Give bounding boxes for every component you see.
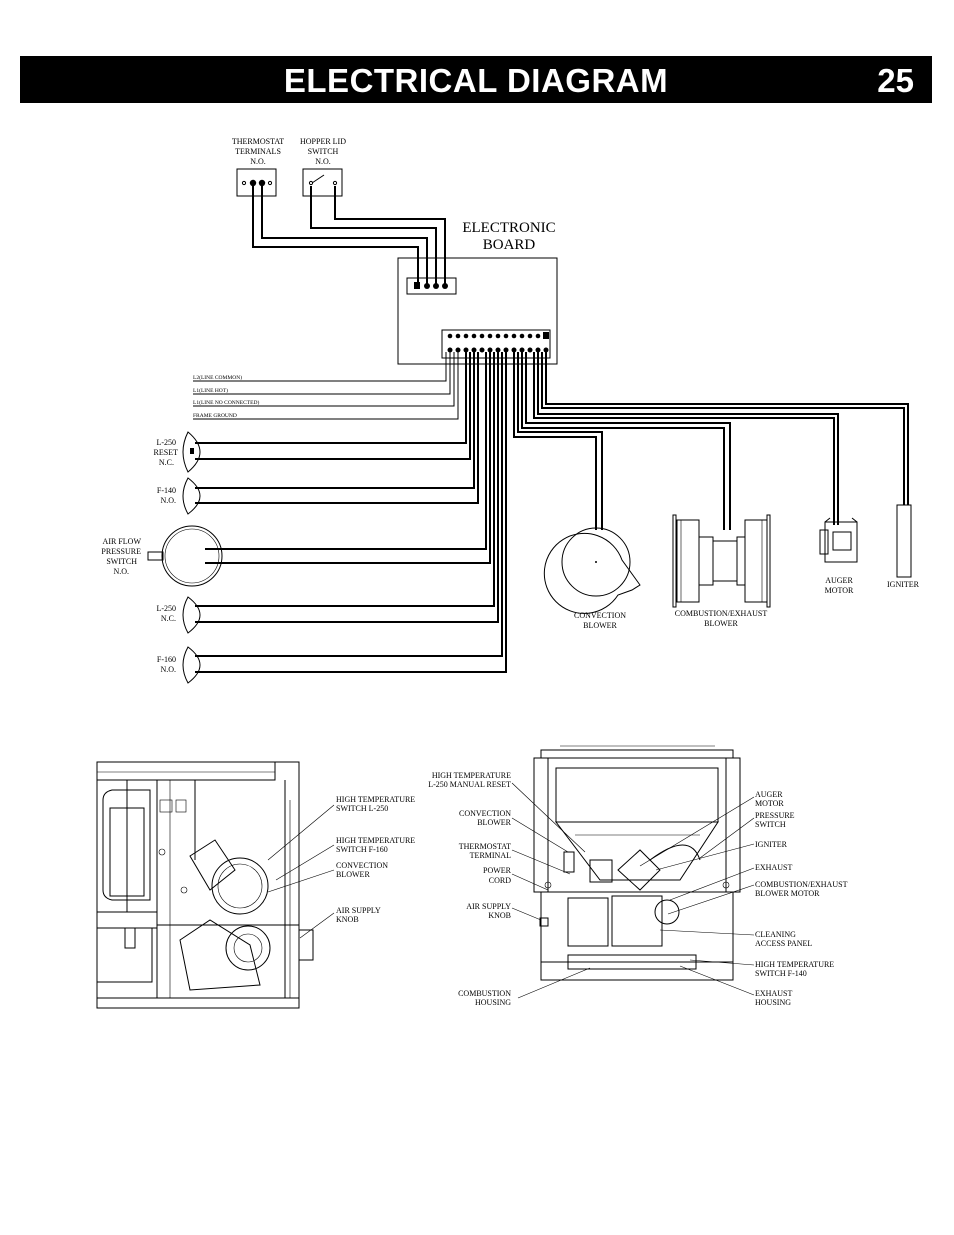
- hopper-label-1: HOPPER LID: [300, 137, 346, 146]
- side-label-1b: SWITCH L-250: [336, 804, 388, 813]
- page-title: ELECTRICAL DIAGRAM: [283, 62, 669, 99]
- power-lines: L2(LINE COMMON) L1(LINE HOT) L1(LINE NO …: [193, 352, 459, 420]
- thermostat-terminals: THERMOSTAT TERMINALS N.O.: [232, 137, 284, 197]
- back-left-1a: HIGH TEMPERATURE: [432, 771, 511, 780]
- left-switches: L-250 RESET N.C. F-140 N.O. AIR FLOW PRE…: [101, 431, 223, 684]
- auger-motor: AUGER MOTOR: [819, 517, 858, 595]
- convection-blower: CONVECTION BLOWER: [543, 527, 641, 630]
- f160-label-2: N.O.: [160, 665, 176, 674]
- board-label-2: BOARD: [483, 237, 536, 253]
- back-left-4a: POWER: [483, 866, 512, 875]
- back-right-1b: MOTOR: [755, 799, 784, 808]
- page-header: ELECTRICAL DIAGRAM 25: [20, 56, 932, 103]
- f160-label-1: F-160: [157, 655, 176, 664]
- board-label-1: ELECTRONIC: [462, 220, 555, 236]
- l250-label-2: N.C.: [161, 614, 176, 623]
- side-label-2a: HIGH TEMPERATURE: [336, 836, 415, 845]
- thermostat-label-3: N.O.: [250, 157, 266, 166]
- f140-label-2: N.O.: [160, 496, 176, 505]
- back-right-6b: ACCESS PANEL: [755, 939, 812, 948]
- auger-label-1: AUGER: [825, 576, 853, 585]
- back-right-4: EXHAUST: [755, 863, 792, 872]
- airflow-switch: [161, 525, 223, 587]
- back-right-3: IGNITER: [755, 840, 788, 849]
- terminal-pins: [447, 332, 549, 353]
- side-label-4b: KNOB: [336, 915, 359, 924]
- back-left-6a: COMBUSTION: [458, 989, 511, 998]
- line-label-2: L1(LINE HOT): [193, 387, 228, 394]
- combustion-label-1: COMBUSTION/EXHAUST: [675, 609, 768, 618]
- l250-label-1: L-250: [156, 604, 176, 613]
- back-left-3b: TERMINAL: [470, 851, 511, 860]
- airflow-label-4: N.O.: [113, 567, 129, 576]
- line-label-3: L1(LINE NO CONNECTED): [193, 399, 259, 406]
- terminal-strip: [441, 329, 551, 359]
- igniter-label: IGNITER: [887, 580, 920, 589]
- side-label-3a: CONVECTION: [336, 861, 388, 870]
- switch-wires: [195, 352, 507, 673]
- side-label-3b: BLOWER: [336, 870, 370, 879]
- auger-label-2: MOTOR: [825, 586, 854, 595]
- back-right-8a: EXHAUST: [755, 989, 792, 998]
- back-right-5b: BLOWER MOTOR: [755, 889, 820, 898]
- hopper-lid-switch: HOPPER LID SWITCH N.O.: [300, 137, 346, 197]
- thermostat-box: [236, 168, 277, 197]
- electronic-board: ELECTRONIC BOARD: [397, 220, 558, 365]
- convection-label-2: BLOWER: [583, 621, 617, 630]
- back-right-7a: HIGH TEMPERATURE: [755, 960, 834, 969]
- airflow-label-1: AIR FLOW: [103, 537, 142, 546]
- hopper-box: [302, 168, 343, 197]
- back-right-6a: CLEANING: [755, 930, 796, 939]
- combustion-label-2: BLOWER: [704, 619, 738, 628]
- side-label-1a: HIGH TEMPERATURE: [336, 795, 415, 804]
- thermostat-label-1: THERMOSTAT: [232, 137, 284, 146]
- page-number: 25: [877, 62, 914, 99]
- line-label-1: L2(LINE COMMON): [193, 374, 242, 381]
- back-left-5a: AIR SUPPLY: [466, 902, 511, 911]
- airflow-label-3: SWITCH: [106, 557, 137, 566]
- back-right-1a: AUGER: [755, 790, 783, 799]
- line-label-4: FRAME GROUND: [193, 413, 237, 419]
- device-wires: [513, 352, 909, 530]
- back-left-5b: KNOB: [488, 911, 511, 920]
- board-outline: [397, 257, 558, 365]
- top-wires: [252, 186, 446, 287]
- side-label-2b: SWITCH F-160: [336, 845, 388, 854]
- side-label-4a: AIR SUPPLY: [336, 906, 381, 915]
- thermostat-label-2: TERMINALS: [235, 147, 281, 156]
- hopper-label-2: SWITCH: [308, 147, 339, 156]
- back-left-4b: CORD: [489, 876, 511, 885]
- back-right-2a: PRESSURE: [755, 811, 795, 820]
- convection-label-1: CONVECTION: [574, 611, 626, 620]
- back-left-1b: L-250 MANUAL RESET: [428, 780, 511, 789]
- igniter: IGNITER: [887, 504, 920, 589]
- back-left-2a: CONVECTION: [459, 809, 511, 818]
- back-right-8b: HOUSING: [755, 998, 791, 1007]
- l250-reset-label-1: L-250: [156, 438, 176, 447]
- back-right-2b: SWITCH: [755, 820, 786, 829]
- l250-reset-label-3: N.C.: [159, 458, 174, 467]
- back-left-6b: HOUSING: [475, 998, 511, 1007]
- hopper-label-3: N.O.: [315, 157, 331, 166]
- stove-side-view: HIGH TEMPERATURE SWITCH L-250 HIGH TEMPE…: [96, 761, 415, 1009]
- back-left-2b: BLOWER: [477, 818, 511, 827]
- l250-reset-label-2: RESET: [154, 448, 179, 457]
- stove-back-view: HIGH TEMPERATURE L-250 MANUAL RESET CONV…: [428, 745, 848, 1007]
- f140-label-1: F-140: [157, 486, 176, 495]
- back-right-5a: COMBUSTION/EXHAUST: [755, 880, 848, 889]
- airflow-label-2: PRESSURE: [101, 547, 141, 556]
- back-left-3a: THERMOSTAT: [459, 842, 511, 851]
- back-right-7b: SWITCH F-140: [755, 969, 807, 978]
- combustion-exhaust-blower: COMBUSTION/EXHAUST BLOWER: [672, 514, 771, 628]
